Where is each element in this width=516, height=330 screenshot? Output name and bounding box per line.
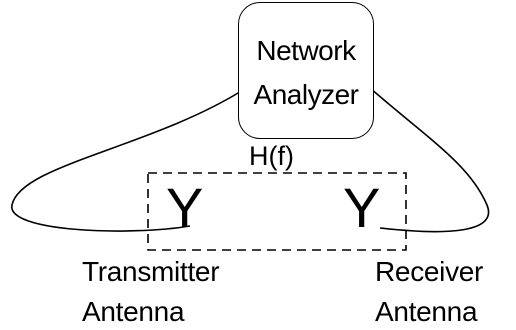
channel-region-box xyxy=(147,172,407,251)
receiver-cable xyxy=(369,87,490,233)
analyzer-label-line2: Analyzer xyxy=(253,79,359,110)
channel-response-label: H(f) xyxy=(249,141,294,171)
receiver-antenna-icon: Y xyxy=(343,176,381,239)
receiver-label-line1: Receiver xyxy=(375,256,484,287)
analyzer-label-line1: Network xyxy=(256,35,356,66)
network-analyzer-box: Network Analyzer xyxy=(238,2,374,139)
transmitter-antenna-icon: Y xyxy=(166,176,204,239)
transmitter-label-line1: Transmitter xyxy=(82,256,220,287)
receiver-label-line2: Antenna xyxy=(375,296,478,327)
transmitter-cable xyxy=(11,89,244,232)
transmitter-label-line2: Antenna xyxy=(82,296,185,327)
